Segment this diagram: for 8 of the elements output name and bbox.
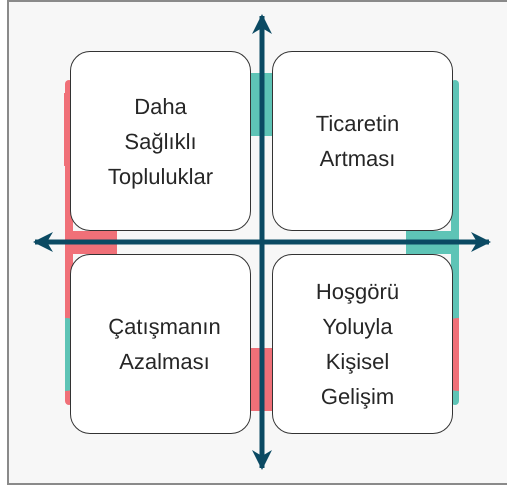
quadrant-label: Çatışmanın Azalması: [107, 313, 222, 376]
quadrant-label: Daha Sağlıklı Topluluklar: [106, 92, 214, 191]
quadrant-box: [272, 254, 453, 434]
quadrant-label: Hoşgörü Yoluyla Kişisel Gelişim: [314, 278, 400, 411]
quadrant-box: [272, 51, 453, 231]
quadrant-label: Ticaretin Artması: [314, 110, 400, 173]
quadrant-box: [70, 254, 251, 434]
quadrant-box: [70, 51, 251, 231]
